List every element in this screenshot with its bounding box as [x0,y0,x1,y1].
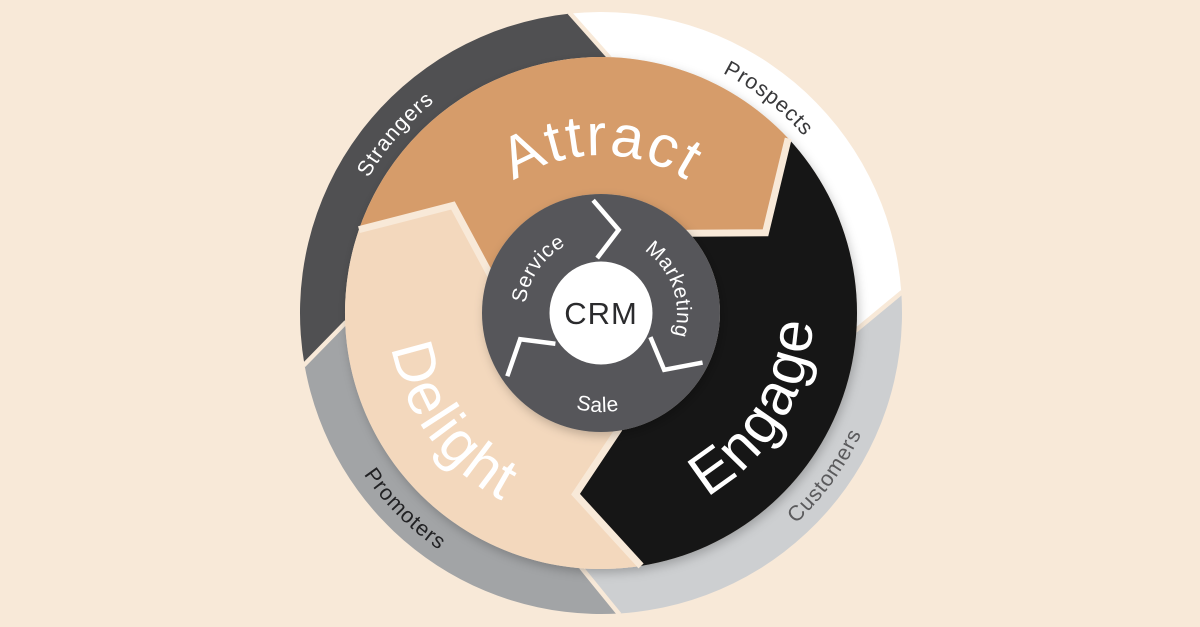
flywheel-wheel [345,56,858,570]
outer-rim [299,11,904,616]
rim-segment-prospects [569,12,902,331]
inner-divider [505,336,556,377]
wheel-divider [686,137,792,237]
inner-wheel [482,194,720,432]
wheel-segment-delight [345,205,642,570]
rim-segment-customers [580,292,903,614]
inner-divider [648,336,703,373]
rim-divider [567,11,612,60]
rim-divider [301,320,348,368]
wheel-divider [358,201,494,277]
wheel-segment-engage [575,138,858,566]
wheel-divider [571,426,644,569]
inner-divider [591,198,622,260]
center-circle [549,261,653,365]
wheel-segment-attract [358,56,789,275]
rim-divider [853,290,904,333]
rim-segment-strangers [299,13,610,366]
rim-segment-promoters [304,321,620,615]
rim-divider [579,565,622,616]
inner-label-sale: Sale [575,391,620,417]
center-label: CRM [564,296,638,331]
